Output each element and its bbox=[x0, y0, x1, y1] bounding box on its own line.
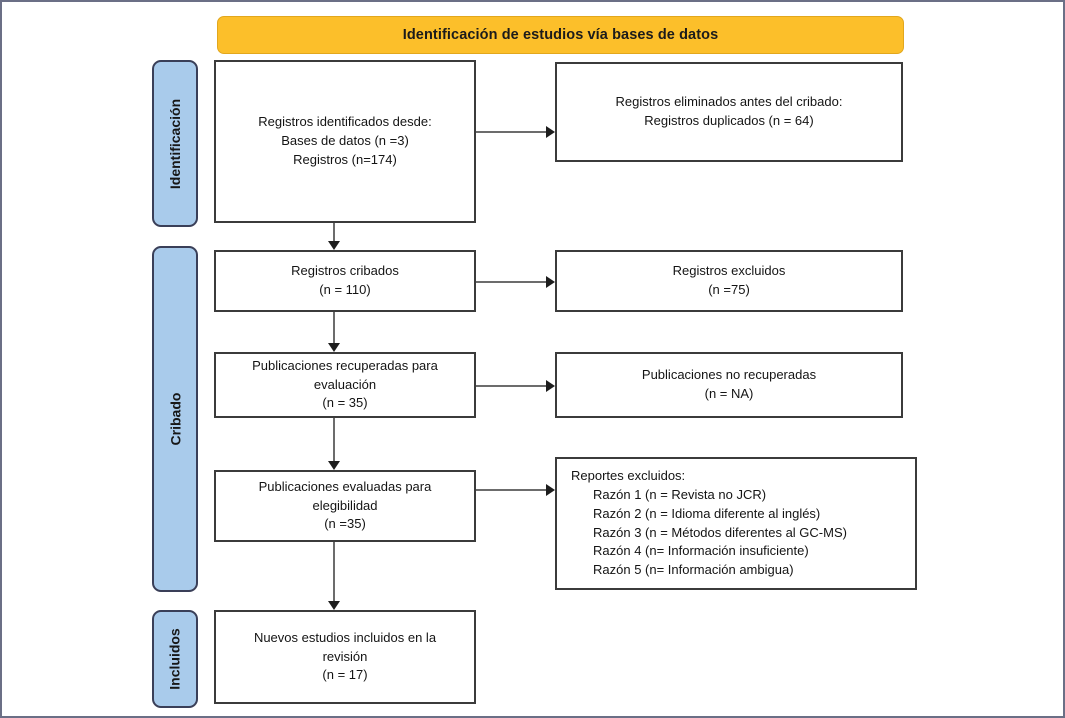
connector-eligibility-to-included bbox=[333, 542, 335, 601]
box-line: (n = NA) bbox=[704, 386, 754, 401]
box-line: revisión bbox=[322, 648, 368, 664]
reason-item: Razón 3 (n = Métodos diferentes al GC-MS… bbox=[593, 524, 847, 540]
reason-item: Razón 4 (n= Información insuficiente) bbox=[593, 543, 809, 559]
reasons-heading: Reportes excluidos: bbox=[571, 467, 686, 483]
arrowhead-to-included bbox=[328, 601, 340, 610]
box-line: Registros excluidos bbox=[672, 263, 786, 279]
connector-retrieved-to-notretrieved bbox=[476, 385, 546, 387]
box-line: Registros eliminados antes del cribado: bbox=[615, 94, 843, 110]
connector-screened-to-excluded bbox=[476, 281, 546, 283]
arrowhead-to-duplicates bbox=[546, 126, 555, 138]
box-line: Registros duplicados (n = 64) bbox=[644, 113, 814, 128]
box-line: evaluación bbox=[313, 376, 377, 392]
arrowhead-to-retrieved bbox=[328, 343, 340, 352]
phase-label-text: Incluidos bbox=[167, 628, 184, 690]
box-line: elegibilidad bbox=[312, 497, 378, 513]
arrowhead-to-notretrieved bbox=[546, 380, 555, 392]
box-reports-excluded-reasons: Reportes excluidos: Razón 1 (n = Revista… bbox=[555, 457, 917, 590]
box-line: (n =75) bbox=[708, 282, 750, 297]
arrowhead-to-reasons bbox=[546, 484, 555, 496]
arrowhead-to-screened bbox=[328, 241, 340, 250]
reason-item: Razón 1 (n = Revista no JCR) bbox=[593, 486, 767, 502]
box-reports-sought-for-retrieval: Publicaciones recuperadas para evaluació… bbox=[214, 352, 476, 418]
arrowhead-to-eligibility bbox=[328, 461, 340, 470]
phase-label-text: Cribado bbox=[167, 392, 184, 446]
box-records-excluded: Registros excluidos (n =75) bbox=[555, 250, 903, 312]
banner-identificacion: Identificación de estudios vía bases de … bbox=[217, 16, 904, 54]
box-line: (n = 110) bbox=[319, 282, 371, 297]
connector-identified-to-duplicates bbox=[476, 131, 546, 133]
box-line: Registros (n=174) bbox=[293, 151, 397, 167]
box-reports-assessed-for-eligibility: Publicaciones evaluadas para elegibilida… bbox=[214, 470, 476, 542]
box-line: (n = 17) bbox=[322, 667, 368, 683]
banner-title: Identificación de estudios vía bases de … bbox=[402, 27, 719, 43]
box-new-studies-included: Nuevos estudios incluidos en la revisión… bbox=[214, 610, 476, 704]
box-records-removed-before-screening: Registros eliminados antes del cribado: … bbox=[555, 62, 903, 162]
box-records-screened: Registros cribados (n = 110) bbox=[214, 250, 476, 312]
arrowhead-to-excluded bbox=[546, 276, 555, 288]
phase-label-text: Identificación bbox=[167, 98, 184, 189]
box-line: (n = 35) bbox=[322, 395, 368, 411]
connector-retrieved-to-eligibility bbox=[333, 418, 335, 461]
phase-label-cribado: Cribado bbox=[152, 246, 198, 592]
box-line: (n =35) bbox=[324, 516, 366, 532]
phase-label-incluidos: Incluidos bbox=[152, 610, 198, 708]
box-line: Publicaciones evaluadas para bbox=[258, 478, 432, 494]
box-line: Registros cribados bbox=[291, 263, 399, 279]
connector-eligibility-to-reasons bbox=[476, 489, 546, 491]
reason-item: Razón 5 (n= Información ambigua) bbox=[593, 562, 794, 578]
box-reports-not-retrieved: Publicaciones no recuperadas (n = NA) bbox=[555, 352, 903, 418]
box-line: Publicaciones recuperadas para bbox=[252, 357, 438, 373]
connector-identified-to-screened bbox=[333, 223, 335, 241]
phase-label-identificacion: Identificación bbox=[152, 60, 198, 227]
connector-screened-to-retrieved bbox=[333, 312, 335, 343]
box-line: Nuevos estudios incluidos en la bbox=[253, 629, 437, 645]
box-line: Registros identificados desde: bbox=[258, 114, 432, 130]
reason-item: Razón 2 (n = Idioma diferente al inglés) bbox=[593, 505, 821, 521]
box-line: Publicaciones no recuperadas bbox=[641, 367, 817, 383]
box-records-identified: Registros identificados desde: Bases de … bbox=[214, 60, 476, 223]
box-line: Bases de datos (n =3) bbox=[281, 133, 409, 149]
